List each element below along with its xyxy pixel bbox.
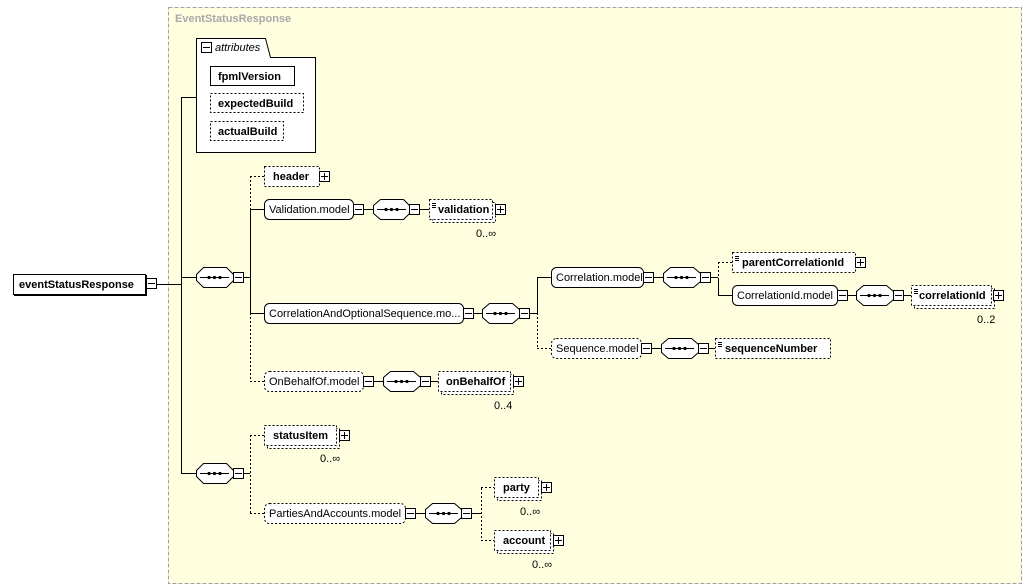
connector-lines xyxy=(157,97,911,541)
element-statusitem-label: statusItem xyxy=(273,430,328,442)
occurrence-account: 0..∞ xyxy=(532,559,552,571)
group-onbehalfof-model-label: OnBehalfOf.model xyxy=(269,376,360,388)
collapse-icon[interactable] xyxy=(700,272,711,283)
element-validation[interactable]: validation xyxy=(429,199,506,223)
group-partiesandaccounts-model-label: PartiesAndAccounts.model xyxy=(269,508,401,520)
collapse-icon[interactable] xyxy=(837,290,848,301)
collapse-icon[interactable] xyxy=(519,308,530,319)
sequence-compositor-parties[interactable] xyxy=(425,503,472,524)
attributes-caption: attributes xyxy=(215,42,261,54)
collapse-icon[interactable] xyxy=(643,272,654,283)
element-party[interactable]: party xyxy=(494,477,552,501)
sequence-compositor-sequence[interactable] xyxy=(661,338,709,359)
collapse-icon[interactable] xyxy=(233,272,244,283)
occurrence-validation: 0..∞ xyxy=(476,228,496,240)
group-validation-model[interactable]: Validation.model xyxy=(264,199,364,220)
group-validation-model-label: Validation.model xyxy=(269,204,350,216)
attribute-expectedbuild-label: expectedBuild xyxy=(218,98,293,110)
element-onbehalfof[interactable]: onBehalfOf xyxy=(438,371,524,395)
element-header-label: header xyxy=(273,171,310,183)
element-parentcorrelationid-label: parentCorrelationId xyxy=(742,257,844,269)
collapse-icon[interactable] xyxy=(363,376,374,387)
element-correlationid-label: correlationId xyxy=(919,290,986,302)
expand-icon[interactable] xyxy=(319,171,330,182)
expand-icon[interactable] xyxy=(513,376,524,387)
attribute-fpmlversion[interactable]: fpmlVersion xyxy=(210,66,295,86)
collapse-icon[interactable] xyxy=(146,278,157,289)
group-correlation-and-optional-sequence-model-label: CorrelationAndOptionalSequence.mo... xyxy=(269,308,460,320)
root-element-eventstatusresponse[interactable]: eventStatusResponse xyxy=(13,274,157,297)
collapse-icon[interactable] xyxy=(463,308,474,319)
element-onbehalfof-label: onBehalfOf xyxy=(446,376,506,388)
expand-icon[interactable] xyxy=(993,290,1004,301)
group-correlationid-model-label: CorrelationId.model xyxy=(737,290,833,302)
expand-icon[interactable] xyxy=(553,535,564,546)
expand-icon[interactable] xyxy=(495,204,506,215)
complex-type-title: EventStatusResponse xyxy=(175,13,291,25)
element-party-label: party xyxy=(503,482,531,494)
collapse-icon[interactable] xyxy=(405,508,416,519)
element-statusitem[interactable]: statusItem xyxy=(264,425,350,449)
element-correlationid[interactable]: correlationId xyxy=(911,285,1004,309)
sequence-compositor-correlationid[interactable] xyxy=(856,285,904,306)
sequence-compositor-correlation-optional[interactable] xyxy=(482,303,530,324)
expand-icon[interactable] xyxy=(855,257,866,268)
collapse-icon[interactable] xyxy=(461,508,472,519)
occurrence-party: 0..∞ xyxy=(520,506,540,518)
group-correlation-model-label: Correlation.model xyxy=(556,272,643,284)
group-sequence-model-label: Sequence.model xyxy=(556,343,639,355)
group-correlation-and-optional-sequence-model[interactable]: CorrelationAndOptionalSequence.mo... xyxy=(264,303,474,324)
element-account-label: account xyxy=(503,535,546,547)
collapse-icon[interactable] xyxy=(420,376,431,387)
collapse-icon[interactable] xyxy=(893,290,904,301)
element-validation-label: validation xyxy=(438,204,490,216)
collapse-icon[interactable] xyxy=(641,343,652,354)
collapse-icon[interactable] xyxy=(409,204,420,215)
collapse-icon[interactable] xyxy=(698,343,709,354)
collapse-icon[interactable] xyxy=(353,204,364,215)
root-element-label: eventStatusResponse xyxy=(19,279,134,291)
expand-icon[interactable] xyxy=(339,430,350,441)
expand-icon[interactable] xyxy=(541,482,552,493)
attribute-fpmlversion-label: fpmlVersion xyxy=(218,71,281,83)
sequence-compositor-onbehalfof[interactable] xyxy=(383,371,431,392)
occurrence-correlationid: 0..2 xyxy=(977,314,995,326)
sequence-compositor-correlation[interactable] xyxy=(663,267,711,288)
collapse-icon[interactable] xyxy=(233,468,244,479)
group-correlation-model[interactable]: Correlation.model xyxy=(551,267,654,288)
sequence-compositor-1[interactable] xyxy=(196,267,244,288)
element-account[interactable]: account xyxy=(494,530,564,554)
group-sequence-model[interactable]: Sequence.model xyxy=(551,338,652,359)
attribute-actualbuild-label: actualBuild xyxy=(218,126,277,138)
group-onbehalfof-model[interactable]: OnBehalfOf.model xyxy=(264,371,374,392)
group-correlationid-model[interactable]: CorrelationId.model xyxy=(732,285,848,306)
attribute-expectedbuild[interactable]: expectedBuild xyxy=(210,93,304,113)
attribute-actualbuild[interactable]: actualBuild xyxy=(210,121,284,141)
occurrence-statusitem: 0..∞ xyxy=(320,453,340,465)
occurrence-onbehalfof: 0..4 xyxy=(494,400,512,412)
sequence-compositor-2[interactable] xyxy=(196,463,244,484)
element-header[interactable]: header xyxy=(264,166,330,187)
element-sequencenumber[interactable]: sequenceNumber xyxy=(715,338,831,359)
attributes-group: attributes fpmlVersion expectedBuild act… xyxy=(196,38,316,153)
element-sequencenumber-label: sequenceNumber xyxy=(725,343,818,355)
group-partiesandaccounts-model[interactable]: PartiesAndAccounts.model xyxy=(264,503,416,524)
attributes-collapse-icon[interactable] xyxy=(201,42,212,53)
element-parentcorrelationid[interactable]: parentCorrelationId xyxy=(732,252,866,273)
sequence-compositor-validation[interactable] xyxy=(373,199,420,220)
